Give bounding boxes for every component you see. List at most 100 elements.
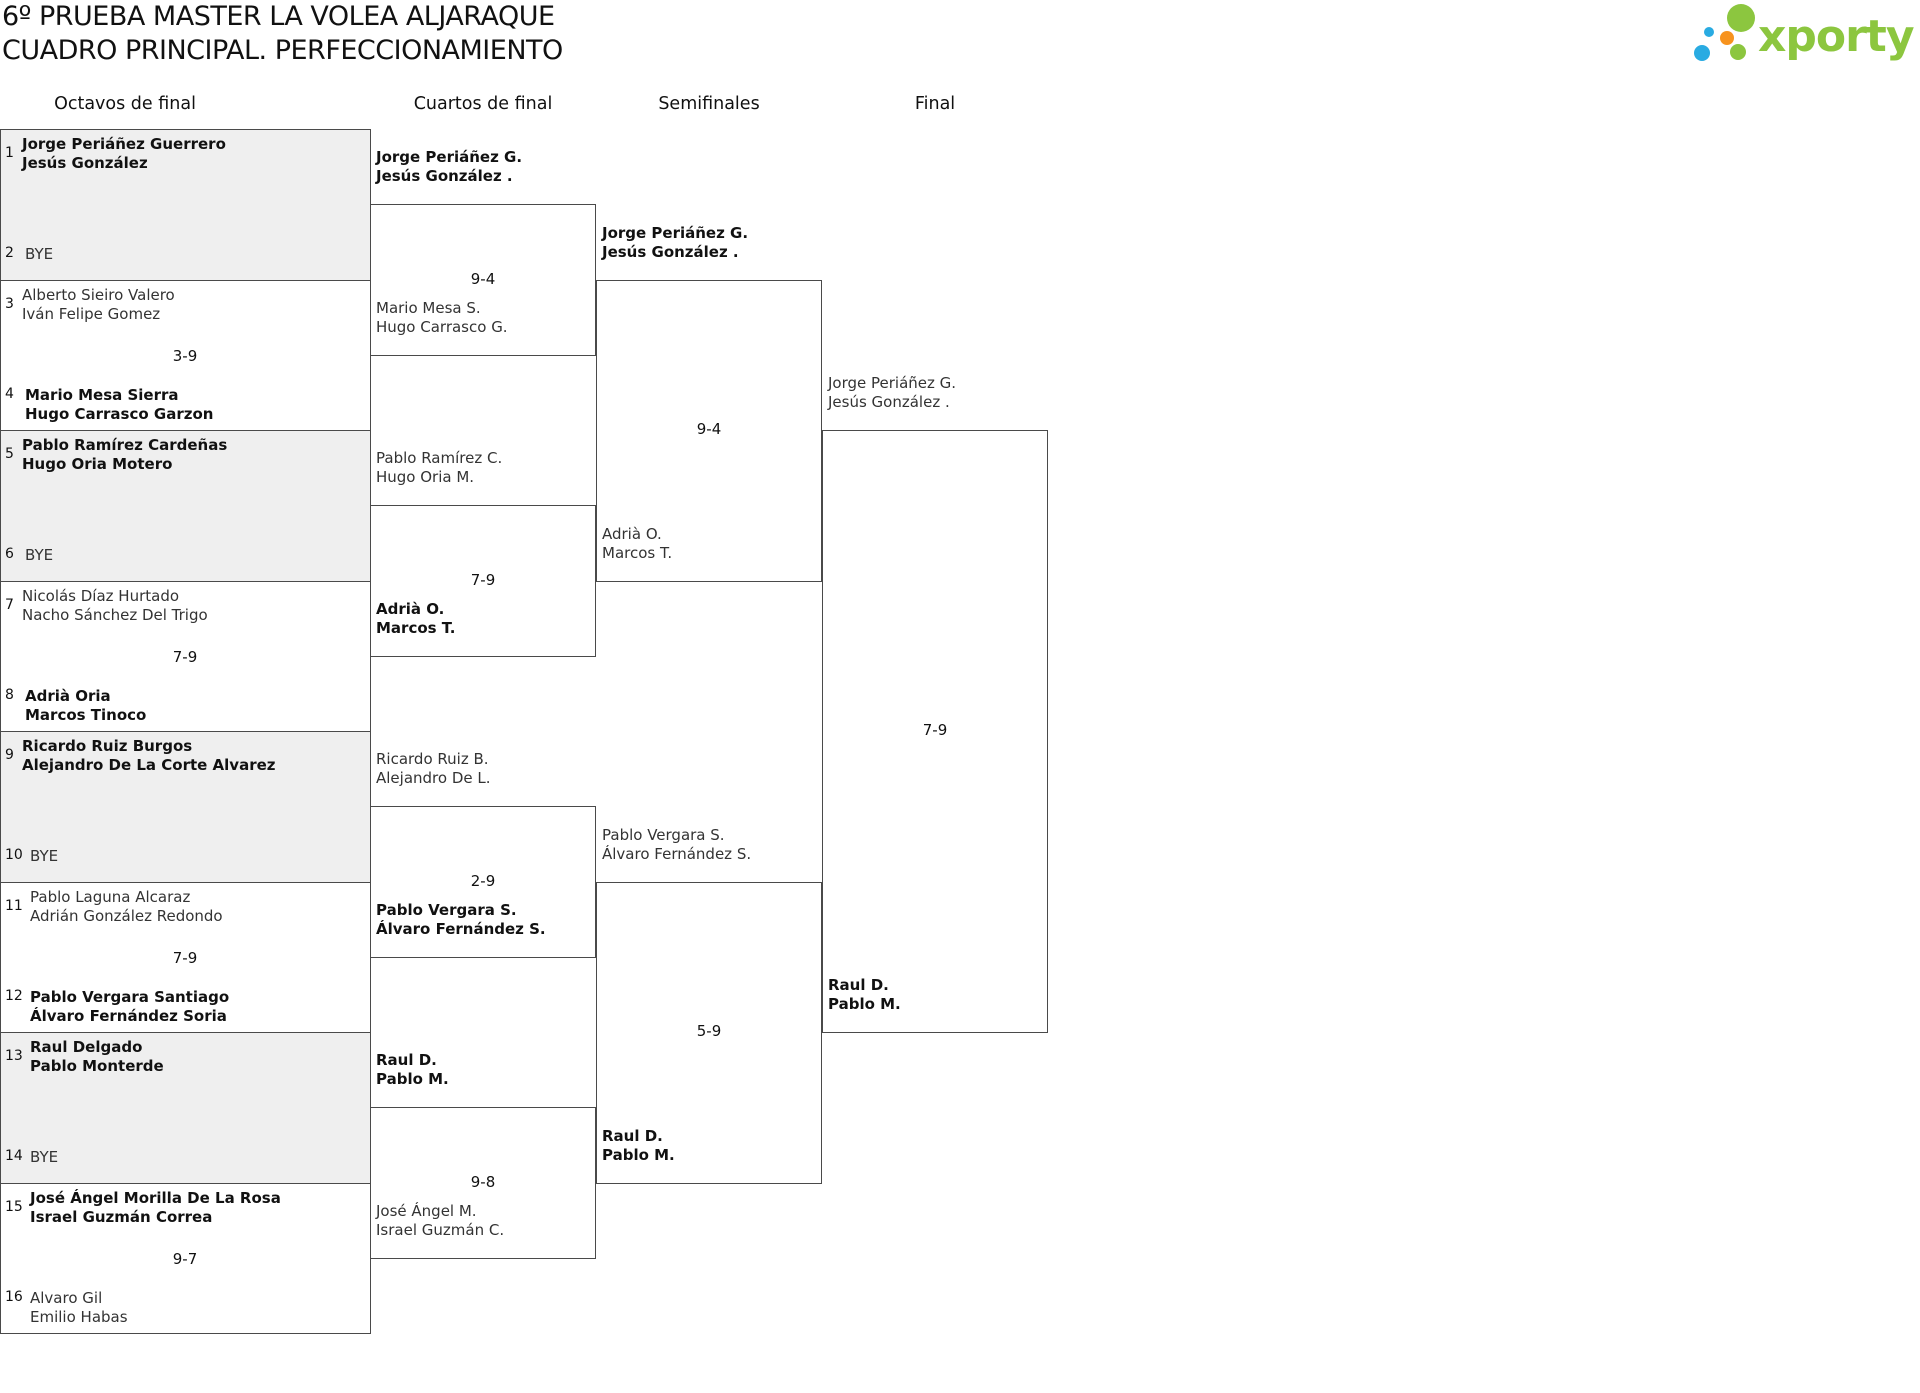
bye-entry: BYE (25, 546, 54, 564)
player-name: Pablo Vergara S. (602, 825, 725, 844)
player-name: Jorge Periáñez G. (602, 223, 749, 242)
cuartos-match-box (370, 204, 596, 356)
bye-entry: BYE (30, 1148, 59, 1166)
cuartos-match-box (370, 1107, 596, 1259)
player-name: José Ángel M. (376, 1201, 477, 1220)
player-name: Nicolás Díaz Hurtado (22, 586, 180, 605)
match-score: 7-9 (470, 570, 496, 589)
match-score: 7-9 (922, 721, 948, 739)
logo-dot-small (1704, 27, 1714, 37)
team-entry: Ricardo Ruiz B.Alejandro De L. (376, 750, 491, 788)
player-name: Álvaro Fernández S. (602, 844, 752, 863)
seed-number: 5 (5, 446, 14, 462)
seed-number: 15 (5, 1198, 23, 1215)
player-name: Hugo Oria M. (376, 468, 475, 487)
player-name: Pablo Ramírez C. (376, 449, 503, 468)
player-name: Jesús González (22, 154, 148, 172)
seed-number: 7 (5, 596, 14, 613)
player-name: Israel Guzmán C. (376, 1220, 505, 1239)
seed-number: 16 (5, 1288, 23, 1305)
player-name: Mario Mesa S. (376, 298, 481, 317)
xporty-logo: xporty (1694, 4, 1915, 62)
team-entry: Pablo Ramírez C.Hugo Oria M. (376, 449, 502, 487)
player-name: José Ángel Morilla De La Rosa (30, 1188, 281, 1207)
player-name: Alvaro Gil (30, 1288, 103, 1307)
team-entry: Raul D.Pablo M. (376, 1051, 449, 1089)
logo-dot-blue (1694, 45, 1710, 61)
match-score: 9-4 (696, 420, 722, 438)
match-score: 7-9 (172, 647, 198, 666)
page-title-line2: CUADRO PRINCIPAL. PERFECCIONAMIENTO (2, 35, 563, 66)
team-entry: Pablo Vergara S.Álvaro Fernández S. (376, 901, 546, 939)
match-score: 9-8 (470, 1172, 496, 1191)
round-header: Cuartos de final (413, 94, 553, 114)
team-entry: Jorge Periáñez G.Jesús González . (828, 374, 956, 412)
logo-dot-green-large (1727, 4, 1755, 32)
final-match-box (822, 430, 1048, 1033)
semis-match-box (596, 279, 822, 582)
team-entry: Adrià O.Marcos T. (602, 525, 672, 563)
player-name: Ricardo Ruiz B. (376, 750, 489, 769)
octavos-match-box (0, 430, 371, 582)
team-entry: José Ángel M.Israel Guzmán C. (376, 1202, 504, 1240)
match-score: 5-9 (696, 1022, 722, 1040)
team-entry: Mario Mesa S.Hugo Carrasco G. (376, 299, 508, 337)
player-name: Jorge Periáñez G. (376, 148, 523, 167)
page-title-line1: 6º PRUEBA MASTER LA VOLEA ALJARAQUE (2, 1, 555, 32)
seed-number: 6 (5, 546, 14, 562)
player-name: Raul Delgado (30, 1038, 143, 1056)
logo-text: xporty (1758, 11, 1914, 62)
team-entry: Adrià O.Marcos T. (376, 600, 455, 638)
player-name: Adrià O. (376, 599, 445, 618)
cuartos-match-box (370, 505, 596, 657)
seed-number: 14 (5, 1148, 23, 1164)
seed-number: 4 (5, 385, 14, 402)
player-name: Jesús González . (828, 393, 950, 411)
player-name: Adrià Oria (25, 686, 111, 705)
round-header: Semifinales (658, 94, 760, 114)
team-entry: Raul D.Pablo M. (828, 976, 901, 1014)
player-name: Jorge Periáñez Guerrero (22, 135, 226, 153)
player-name: Ricardo Ruiz Burgos (22, 737, 193, 755)
octavos-match-box (0, 731, 371, 883)
semis-match-box (596, 881, 822, 1184)
player-name: Pablo Monterde (30, 1057, 164, 1075)
player-name: Raul D. (828, 976, 889, 994)
player-name: Pablo Vergara S. (376, 900, 517, 919)
player-name: Pablo M. (602, 1145, 675, 1164)
cuartos-match-box (370, 806, 596, 958)
player-name: Marcos Tinoco (25, 705, 147, 724)
bye-entry: BYE (25, 245, 54, 263)
player-name: Emilio Habas (30, 1307, 128, 1326)
player-name: Jesús González . (602, 242, 739, 261)
player-name: Marcos T. (376, 618, 456, 637)
seed-number: 11 (5, 897, 23, 914)
seed-number: 10 (5, 847, 23, 863)
match-score: 7-9 (172, 948, 198, 967)
match-score: 2-9 (470, 871, 496, 890)
seed-number: 12 (5, 987, 23, 1004)
logo-dot-green-small (1730, 44, 1746, 60)
octavos-match-box (0, 1032, 371, 1184)
player-name: Álvaro Fernández S. (376, 919, 546, 938)
player-name: Pablo Ramírez Cardeñas (22, 436, 228, 454)
seed-number: 9 (5, 747, 14, 763)
seed-number: 8 (5, 686, 14, 703)
player-name: Mario Mesa Sierra (25, 385, 179, 404)
player-name: Nacho Sánchez Del Trigo (22, 605, 208, 624)
match-score: 3-9 (172, 346, 198, 365)
player-name: Hugo Oria Motero (22, 455, 173, 473)
round-header: Octavos de final (54, 94, 196, 114)
player-name: Raul D. (376, 1051, 437, 1070)
match-score: 9-4 (470, 269, 496, 288)
bye-entry: BYE (30, 847, 59, 865)
